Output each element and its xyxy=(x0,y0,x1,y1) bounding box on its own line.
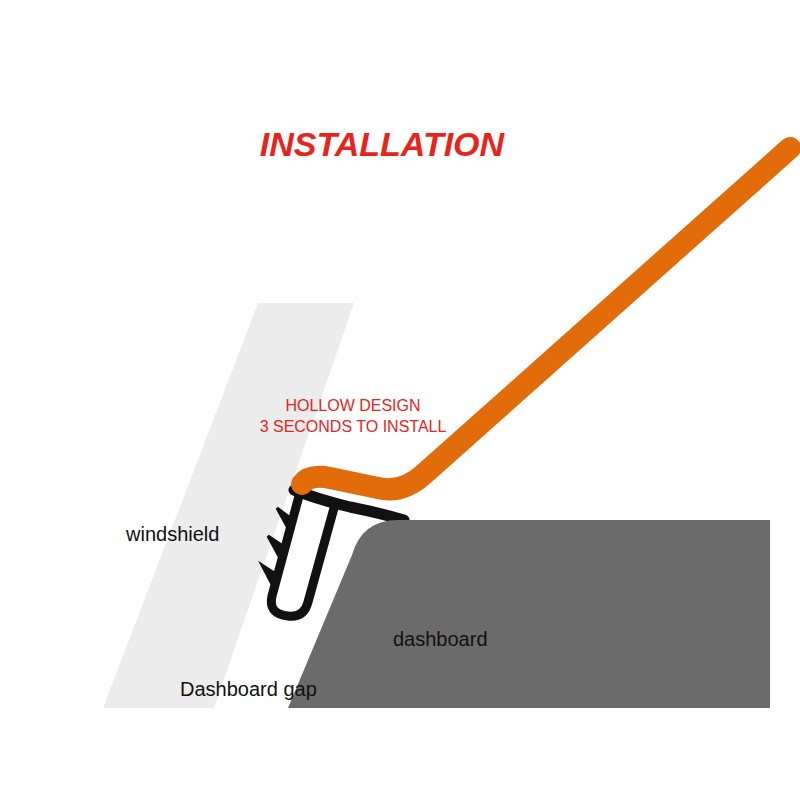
part-name: Dashboard gap xyxy=(180,678,317,701)
feature-note: HOLLOW DESIGN xyxy=(285,397,420,415)
feature-note: 3 SECONDS TO INSTALL xyxy=(260,418,447,436)
node-outline xyxy=(288,520,770,708)
node-label: dashboard xyxy=(393,628,488,651)
dashboard-node: dashboard xyxy=(288,520,770,708)
dashboard-shape xyxy=(288,520,770,708)
seal-fins xyxy=(262,508,293,588)
title: INSTALLATION xyxy=(260,125,504,164)
part-name: windshield xyxy=(126,523,219,546)
orange-strip xyxy=(302,148,790,489)
